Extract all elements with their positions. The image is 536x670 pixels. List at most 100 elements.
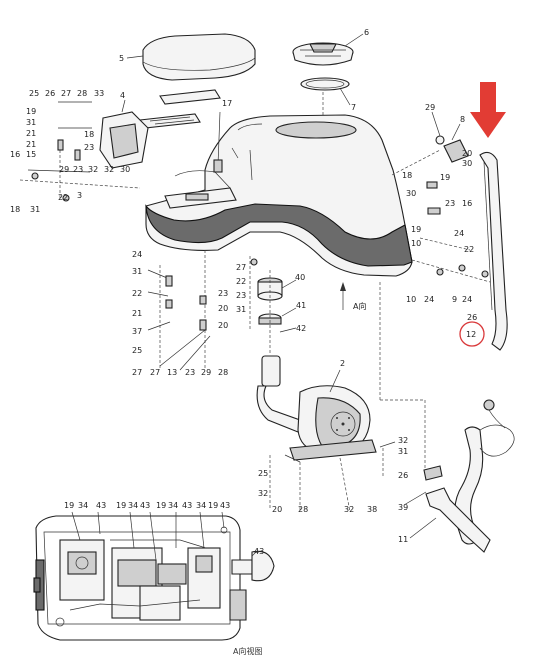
callout-27c: 27 [150,368,160,377]
callout-29c: 29 [201,368,211,377]
callout-25a: 25 [29,89,39,98]
callout-22d: 22 [236,277,246,286]
callout-30c: 30 [406,189,416,198]
left-lower-callouts [147,250,211,371]
callout-21c: 21 [132,309,142,318]
filter-pad [139,89,221,129]
callout-9: 9 [452,295,457,304]
callout-34b: 34 [128,501,138,510]
callout-28c: 28 [298,505,308,514]
callout-18c: 18 [402,171,412,180]
callout-22b: 22 [464,245,474,254]
callout-31c: 31 [132,267,142,276]
callout-19a: 19 [26,107,36,116]
callout-2: 2 [340,359,345,368]
callout-38: 38 [367,505,377,514]
callout-24d: 24 [132,250,142,259]
callout-31a: 31 [26,118,36,127]
pump-assembly-part-2 [256,355,396,463]
callout-25b: 25 [132,346,142,355]
circled-callout-12: 12 [466,330,476,339]
callout-32d: 32 [344,505,354,514]
callout-29b: 29 [425,103,435,112]
callout-25c: 25 [258,469,268,478]
callout-20b: 20 [218,304,228,313]
callout-10b: 10 [406,295,416,304]
left-fastener-group [19,101,141,202]
callout-11: 11 [398,535,408,544]
callout-18b: 18 [84,130,94,139]
a-view-caption: A向视图 [233,646,262,656]
bracket-part-4 [99,111,149,169]
tank-seal-ring [300,77,350,91]
callout-23a: 23 [73,165,83,174]
callout-29a: 29 [59,165,69,174]
callout-22c: 22 [132,289,142,298]
callout-43c: 43 [140,501,150,510]
callout-34d: 34 [196,501,206,510]
callout-19c: 19 [411,225,421,234]
main-housing [145,114,413,277]
callout-19g: 19 [208,501,218,510]
callout-28b: 28 [218,368,228,377]
callout-26c: 26 [398,471,408,480]
callout-23f: 23 [236,291,246,300]
callout-24c: 24 [462,295,472,304]
callout-20d: 20 [272,505,282,514]
callout-43b: 43 [254,547,264,556]
hose-part-12 [479,151,508,351]
callout-26a: 26 [45,89,55,98]
lid-part [142,33,256,81]
callout-39: 39 [398,503,408,512]
callout-19b: 19 [440,173,450,182]
callout-30a: 30 [120,165,130,174]
callout-30b: 30 [462,159,472,168]
callout-31d: 31 [236,305,246,314]
right-fastener-group [411,181,491,283]
callout-18a: 18 [10,205,20,214]
callout-21b: 21 [26,140,36,149]
callout-43e: 43 [220,501,230,510]
callout-32b: 32 [104,165,114,174]
callout-24b: 24 [424,295,434,304]
callout-22a: 22 [58,193,68,202]
callout-34c: 34 [168,501,178,510]
callout-10a: 10 [411,239,421,248]
callout-27b: 27 [132,368,142,377]
a-view-inset [33,515,275,641]
callout-37: 37 [132,327,142,336]
callout-28a: 28 [77,89,87,98]
callout-32a: 32 [88,165,98,174]
callout-32c: 32 [258,489,268,498]
callout-19e: 19 [116,501,126,510]
callout-40: 40 [295,273,305,282]
callout-23c: 23 [445,199,455,208]
callout-21a: 21 [26,129,36,138]
callout-4: 4 [120,91,125,100]
callout-3: 3 [77,191,82,200]
callout-7: 7 [351,103,356,112]
callout-19d: 19 [64,501,74,510]
tank-cap-part [292,42,354,66]
callout-34a: 34 [78,501,88,510]
highlight-circle [459,321,485,347]
callout-43a: 43 [96,501,106,510]
callout-20c: 20 [218,321,228,330]
callout-8: 8 [460,115,465,124]
callout-31e: 31 [398,447,408,456]
callout-27d: 27 [236,263,246,272]
callout-19f: 19 [156,501,166,510]
callout-23b: 23 [84,143,94,152]
callout-42: 42 [296,324,306,333]
drain-hose-part-11 [423,399,515,553]
callout-17: 17 [222,99,232,108]
callout-31b: 31 [30,205,40,214]
callout-32e: 32 [398,436,408,445]
callout-5: 5 [119,54,124,63]
callout-20a: 20 [462,149,472,158]
callout-23e: 23 [218,289,228,298]
fitting-part-8 [435,135,469,163]
callout-23d: 23 [185,368,195,377]
callout-13: 13 [167,368,177,377]
